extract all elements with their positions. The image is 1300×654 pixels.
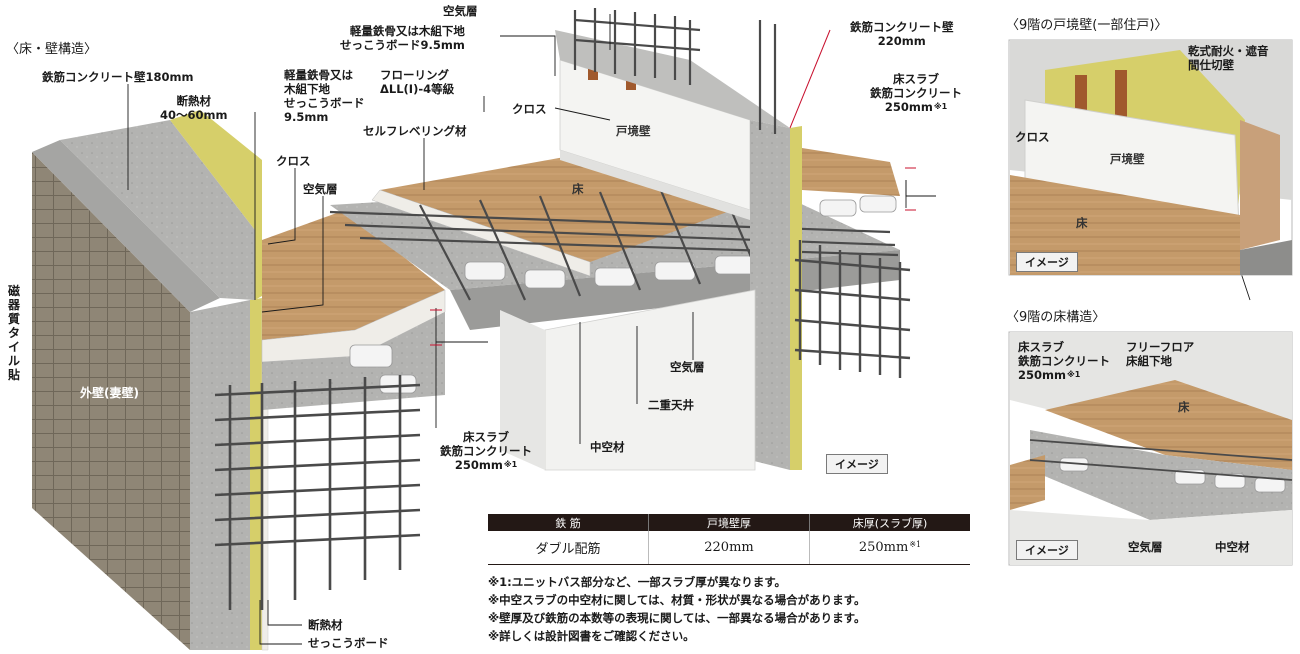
- flooring-label: フローリング ΔLL(Ⅰ)-4等級: [380, 68, 455, 96]
- center-hollow-blocks: [464, 195, 897, 289]
- cloth-center-label: クロス: [512, 102, 547, 116]
- slab-thickness-value: 250mm: [858, 540, 909, 555]
- upper-wall-insulation: [170, 110, 262, 300]
- cell-slab-thickness: 250mm※1: [809, 531, 970, 565]
- self-leveling-label: セルフレベリング材: [363, 124, 467, 138]
- partition-baseboard: [560, 150, 750, 220]
- air-layer-top-label: 空気層: [443, 4, 478, 18]
- free-floor-label: フリーフロア 床組下地: [1126, 340, 1195, 368]
- inset-wall-art: [1008, 39, 1293, 276]
- inset-cloth-label: クロス: [1015, 130, 1050, 144]
- inset-slab-note: ※1: [1066, 370, 1081, 379]
- partition-concrete: [750, 120, 790, 470]
- inset-slab-text: 床スラブ 鉄筋コンクリート 250mm: [1018, 340, 1110, 382]
- insulation-strip: [250, 298, 262, 650]
- red-leaders: [430, 29, 916, 346]
- section-title: 〈床・壁構造〉: [6, 42, 98, 57]
- outer-wall-label: 外壁(妻壁): [80, 386, 139, 400]
- slab-right-note: ※1: [933, 102, 948, 111]
- lower-rebar-cage: [214, 375, 421, 610]
- partition-top: [555, 30, 790, 128]
- slab-thickness-note: ※1: [909, 540, 922, 549]
- inset-wall-badge: イメージ: [1016, 252, 1078, 272]
- spec-table-header-row: 鉄 筋 戸境壁厚 床厚(スラブ厚): [488, 514, 970, 531]
- slab-left-note: ※1: [503, 460, 518, 469]
- cell-rebar: ダブル配筋: [488, 531, 649, 565]
- spec-table: 鉄 筋 戸境壁厚 床厚(スラブ厚) ダブル配筋 220mm 250mm※1: [488, 514, 970, 565]
- rc-wall-180-label: 鉄筋コンクリート壁180mm: [42, 70, 194, 84]
- upper-wall-concrete: [60, 120, 255, 300]
- dry-partition-label: 乾式耐火・遮音 間仕切壁: [1188, 44, 1269, 72]
- tile-wall-front: [32, 152, 190, 650]
- inset-air-layer-label: 空気層: [1128, 540, 1163, 554]
- inset-slab-label: 床スラブ 鉄筋コンクリート 250mm※1: [1018, 340, 1110, 382]
- steel-frame-label: 軽量鉄骨又は 木組下地 せっこうボード 9.5mm: [284, 68, 365, 124]
- cloth-left-label: クロス: [276, 154, 311, 168]
- inset-floor-label: 床: [1076, 216, 1088, 230]
- inset-partition-label: 戸境壁: [1110, 152, 1145, 166]
- right-rebar-cage: [794, 240, 911, 378]
- center-floor-layer: [371, 189, 591, 277]
- header-wall-thickness: 戸境壁厚: [648, 514, 810, 531]
- inset-floor-title: 〈9階の床構造〉: [1006, 310, 1106, 325]
- slab-left-text: 床スラブ 鉄筋コンクリート 250mm: [440, 430, 532, 472]
- inset-hollow-label: 中空材: [1215, 540, 1250, 554]
- slab-right-label: 床スラブ 鉄筋コンクリート 250mm※1: [870, 72, 962, 114]
- tile-label: 磁器質タイル貼: [8, 284, 21, 382]
- left-hollow-blocks: [349, 344, 417, 394]
- notes: ※1:ユニットバス部分など、一部スラブ厚が異なります。 ※中空スラブの中空材に関…: [488, 573, 865, 645]
- air-layer-left-label: 空気層: [303, 182, 338, 196]
- ceiling-side: [500, 310, 545, 470]
- main-image-badge: イメージ: [826, 454, 888, 474]
- double-ceiling-label: 二重天井: [648, 398, 694, 412]
- outer-wall-edge: [190, 300, 250, 650]
- top-rebar: [573, 8, 777, 134]
- note-1: ※1:ユニットバス部分など、一部スラブ厚が異なります。: [488, 575, 787, 589]
- cell-wall-thickness: 220mm: [648, 531, 810, 565]
- right-floor: [802, 148, 900, 196]
- header-rebar: 鉄 筋: [488, 514, 649, 531]
- insulation-label: 断熱材 40〜60mm: [160, 94, 228, 122]
- hollow-label: 中空材: [590, 440, 625, 454]
- note-4: ※詳しくは設計図書をご確認ください。: [488, 629, 695, 643]
- floor-label: 床: [572, 182, 584, 196]
- main-structure: [32, 8, 911, 651]
- rc-wall-220-label: 鉄筋コンクリート壁 220mm: [850, 20, 954, 48]
- partition-wall-label: 戸境壁: [616, 124, 651, 138]
- slab-right-text: 床スラブ 鉄筋コンクリート 250mm: [870, 72, 962, 114]
- note-3: ※壁厚及び鉄筋の本数等の表現に関しては、一部異なる場合があります。: [488, 611, 866, 625]
- inset-wall-title: 〈9階の戸境壁(一部住戸)〉: [1006, 18, 1168, 33]
- inset-floor-floor-label: 床: [1178, 400, 1190, 414]
- inset-floor-badge: イメージ: [1016, 540, 1078, 560]
- note-2: ※中空スラブの中空材に関しては、材質・形状が異なる場合があります。: [488, 593, 866, 607]
- partition-insulation: [790, 126, 802, 470]
- insulation-bottom-label: 断熱材: [308, 618, 343, 632]
- left-floor: [262, 210, 445, 340]
- header-slab-thickness: 床厚(スラブ厚): [809, 514, 970, 531]
- steel-frame-top-label: 軽量鉄骨又は木組下地 せっこうボード9.5mm: [340, 24, 465, 52]
- outer-wall-top: [32, 140, 220, 312]
- gypsum-bottom-label: せっこうボード: [308, 636, 389, 650]
- air-layer-ceiling-label: 空気層: [670, 360, 705, 374]
- spec-table-row: ダブル配筋 220mm 250mm※1: [488, 531, 970, 565]
- slab-left-label: 床スラブ 鉄筋コンクリート 250mm※1: [440, 430, 532, 472]
- inset-floor-art: [1008, 331, 1293, 566]
